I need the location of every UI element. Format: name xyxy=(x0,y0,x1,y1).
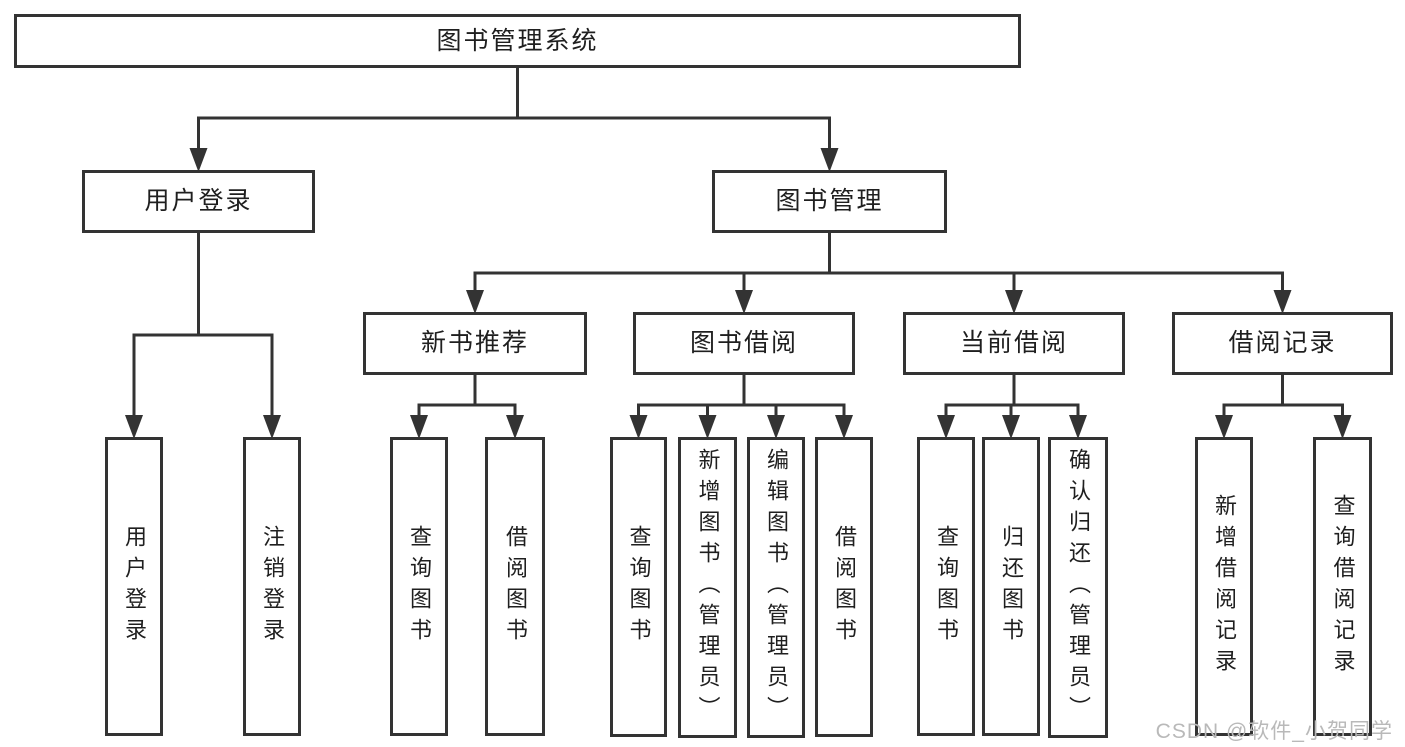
node-label-current-borrowing: 当前借阅 xyxy=(959,329,1068,357)
node-borrowing-records: 借阅记录 xyxy=(1172,312,1393,375)
node-label-leaf-add-book: 新增图书（管理员） xyxy=(695,448,721,727)
node-leaf-query-book-a: 查询图书 xyxy=(390,437,448,736)
arrow-down-icon xyxy=(835,415,853,439)
arrow-down-icon xyxy=(506,415,524,439)
node-leaf-borrow-book-b: 借阅图书 xyxy=(815,437,873,737)
arrow-down-icon xyxy=(189,148,208,172)
arrow-down-icon xyxy=(698,415,717,439)
node-leaf-edit-book: 编辑图书（管理员） xyxy=(747,437,805,738)
node-user-login: 用户登录 xyxy=(82,170,315,233)
node-leaf-query-book-c: 查询图书 xyxy=(917,437,975,736)
node-label-borrowing-records: 借阅记录 xyxy=(1228,329,1337,357)
node-leaf-add-borrow-record: 新增借阅记录 xyxy=(1195,437,1253,736)
arrow-down-icon xyxy=(629,415,648,439)
node-label-leaf-logout: 注销登录 xyxy=(260,524,285,649)
node-label-leaf-query-book-a: 查询图书 xyxy=(407,524,432,649)
node-leaf-add-book: 新增图书（管理员） xyxy=(678,437,737,738)
node-leaf-confirm-return: 确认归还（管理员） xyxy=(1048,437,1108,738)
node-label-leaf-borrow-book-a: 借阅图书 xyxy=(503,524,528,649)
node-label-leaf-query-book-b: 查询图书 xyxy=(626,525,652,649)
node-label-leaf-query-borrow-record: 查询借阅记录 xyxy=(1330,493,1356,680)
node-leaf-user-login: 用户登录 xyxy=(105,437,163,736)
node-leaf-return-book: 归还图书 xyxy=(982,437,1040,736)
arrow-down-icon xyxy=(410,415,428,439)
node-leaf-logout: 注销登录 xyxy=(243,437,301,736)
node-label-leaf-query-book-c: 查询图书 xyxy=(934,524,959,649)
node-label-leaf-return-book: 归还图书 xyxy=(999,524,1024,649)
arrow-down-icon xyxy=(1005,290,1023,314)
arrow-down-icon xyxy=(263,415,281,439)
node-leaf-borrow-book-a: 借阅图书 xyxy=(485,437,545,736)
node-label-root: 图书管理系统 xyxy=(436,26,599,55)
node-label-leaf-add-borrow-record: 新增借阅记录 xyxy=(1212,493,1237,680)
arrow-down-icon xyxy=(1333,415,1352,439)
arrow-down-icon xyxy=(937,415,955,439)
node-leaf-query-borrow-record: 查询借阅记录 xyxy=(1313,437,1372,736)
node-root: 图书管理系统 xyxy=(14,14,1021,68)
node-label-leaf-confirm-return: 确认归还（管理员） xyxy=(1066,448,1091,727)
arrow-down-icon xyxy=(125,415,143,439)
node-label-leaf-borrow-book-b: 借阅图书 xyxy=(832,525,857,649)
node-new-book-recommend: 新书推荐 xyxy=(363,312,587,375)
arrow-down-icon xyxy=(767,415,785,439)
arrow-down-icon xyxy=(1273,290,1292,314)
arrow-down-icon xyxy=(466,290,484,314)
node-label-book-management: 图书管理 xyxy=(775,187,884,215)
arrow-down-icon xyxy=(1215,415,1233,439)
arrow-down-icon xyxy=(820,148,839,172)
arrow-down-icon xyxy=(1069,415,1087,439)
node-leaf-query-book-b: 查询图书 xyxy=(610,437,667,737)
node-book-borrowing: 图书借阅 xyxy=(633,312,855,375)
connector-path xyxy=(132,67,1344,419)
node-label-user-login: 用户登录 xyxy=(144,187,253,215)
node-label-leaf-user-login: 用户登录 xyxy=(122,524,147,649)
arrow-down-icon xyxy=(735,290,753,314)
arrow-down-icon xyxy=(1002,415,1020,439)
node-label-new-book-recommend: 新书推荐 xyxy=(420,329,529,357)
node-current-borrowing: 当前借阅 xyxy=(903,312,1125,375)
node-book-management: 图书管理 xyxy=(712,170,947,233)
node-label-leaf-edit-book: 编辑图书（管理员） xyxy=(764,448,789,727)
watermark: CSDN @软件_小贺同学 xyxy=(1155,720,1393,743)
node-label-book-borrowing: 图书借阅 xyxy=(689,329,798,357)
